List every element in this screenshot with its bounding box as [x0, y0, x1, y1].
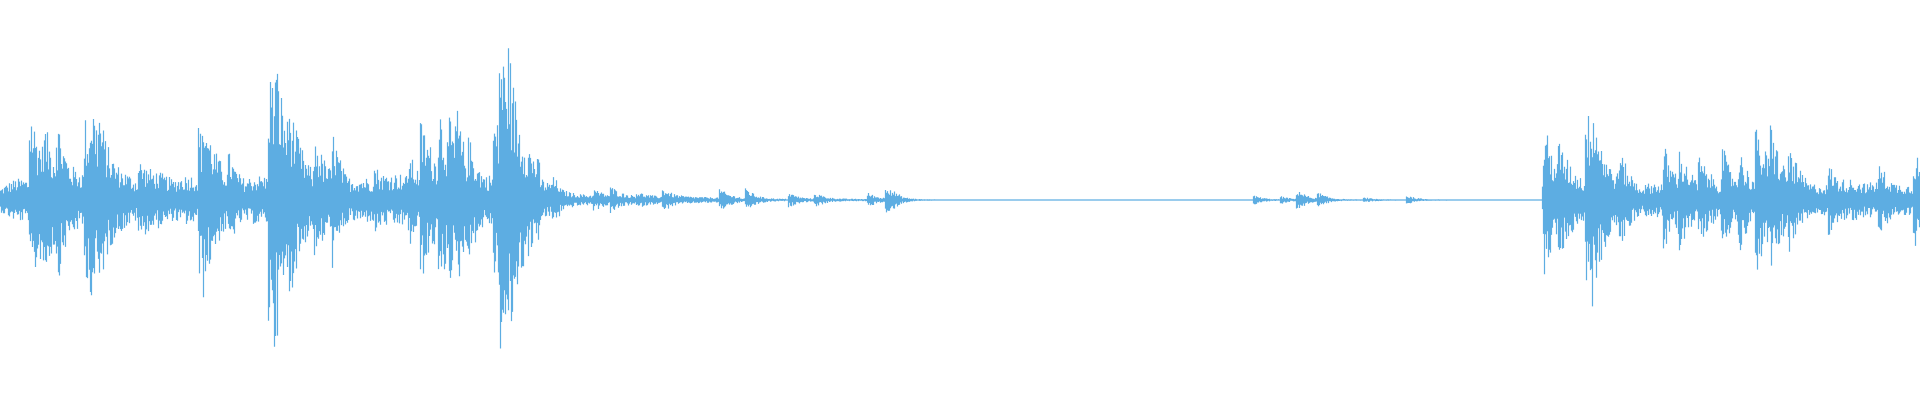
- waveform-trace: [0, 48, 1920, 349]
